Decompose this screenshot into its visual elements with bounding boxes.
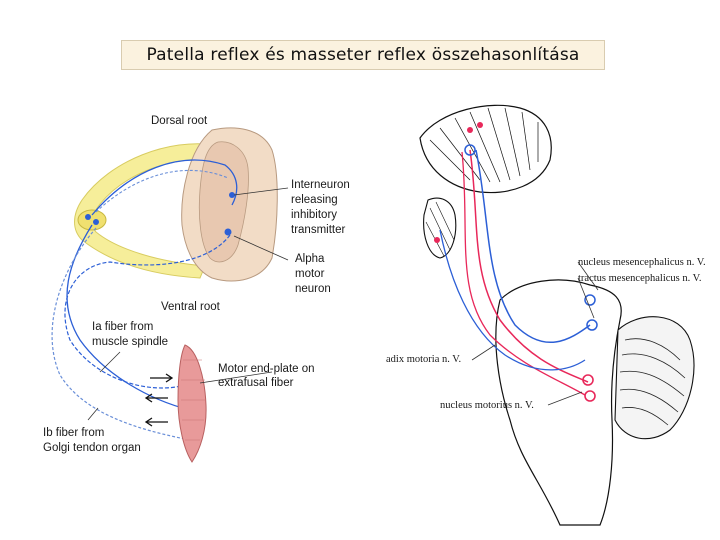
interneuron-label-3: inhibitory: [291, 209, 337, 221]
motor-nucleus-label: nucleus motorius n. V.: [440, 400, 534, 411]
ib-fiber-label-2: Golgi tendon organ: [43, 442, 141, 454]
interneuron-label-2: releasing: [291, 194, 338, 206]
ia-fiber-label-1: Ia fiber from: [92, 321, 153, 333]
muscle: [177, 344, 207, 463]
interneuron-label-4: transmitter: [291, 224, 345, 236]
dorsal-root-label: Dorsal root: [151, 115, 208, 127]
ib-fiber: [51, 227, 191, 441]
interneuron-label-1: Interneuron: [291, 179, 350, 191]
mesencephalic-nucleus-label: nucleus mesencephalicus n. V.: [578, 257, 706, 268]
patellar-reflex-diagram: Dorsal root Ventral root Interneuron rel…: [43, 115, 350, 463]
sensory-pathway: [469, 149, 589, 383]
alpha-motor-label-2: motor: [295, 268, 325, 280]
masseter-reflex-diagram: nucleus mesencephalicus n. V. tractus me…: [386, 104, 706, 526]
motor-end-plate-label-2: extrafusal fiber: [218, 377, 294, 389]
dorsal-root-sheath: [74, 143, 216, 279]
slide-title: Patella reflex és masseter reflex összeh…: [121, 40, 605, 70]
ia-fiber-label-2: muscle spindle: [92, 336, 168, 348]
motor-end-plate-label-1: Motor end-plate on: [218, 363, 315, 375]
alpha-motor-fiber: [64, 234, 231, 389]
motor-pathway: [475, 149, 591, 344]
motor-root-label: adix motoria n. V.: [386, 354, 461, 365]
alpha-motor-label-1: Alpha: [295, 253, 325, 265]
ib-fiber-label-1: Ib fiber from: [43, 427, 104, 439]
gray-matter: [198, 141, 249, 263]
ventral-root-label: Ventral root: [161, 301, 221, 313]
dorsal-root-ganglion: [77, 209, 107, 231]
mesencephalic-tract-label: tractus mesencephalicus n. V.: [578, 273, 702, 284]
cerebellum: [614, 316, 695, 440]
brainstem: [495, 279, 622, 526]
alpha-motor-label-3: neuron: [295, 283, 331, 295]
